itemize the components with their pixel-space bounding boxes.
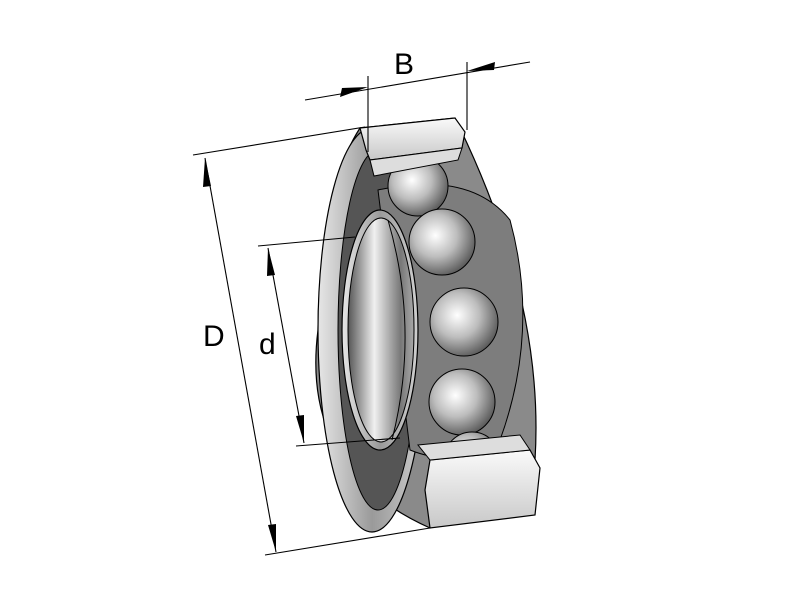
ball	[429, 287, 499, 357]
arrowheads	[203, 62, 495, 552]
width-label-B: B	[394, 48, 414, 81]
bore-diameter-label-d: d	[259, 328, 276, 361]
section-cut	[359, 117, 541, 529]
ball	[428, 368, 496, 436]
outer-diameter-label-D: D	[203, 320, 225, 353]
ball	[408, 208, 476, 276]
